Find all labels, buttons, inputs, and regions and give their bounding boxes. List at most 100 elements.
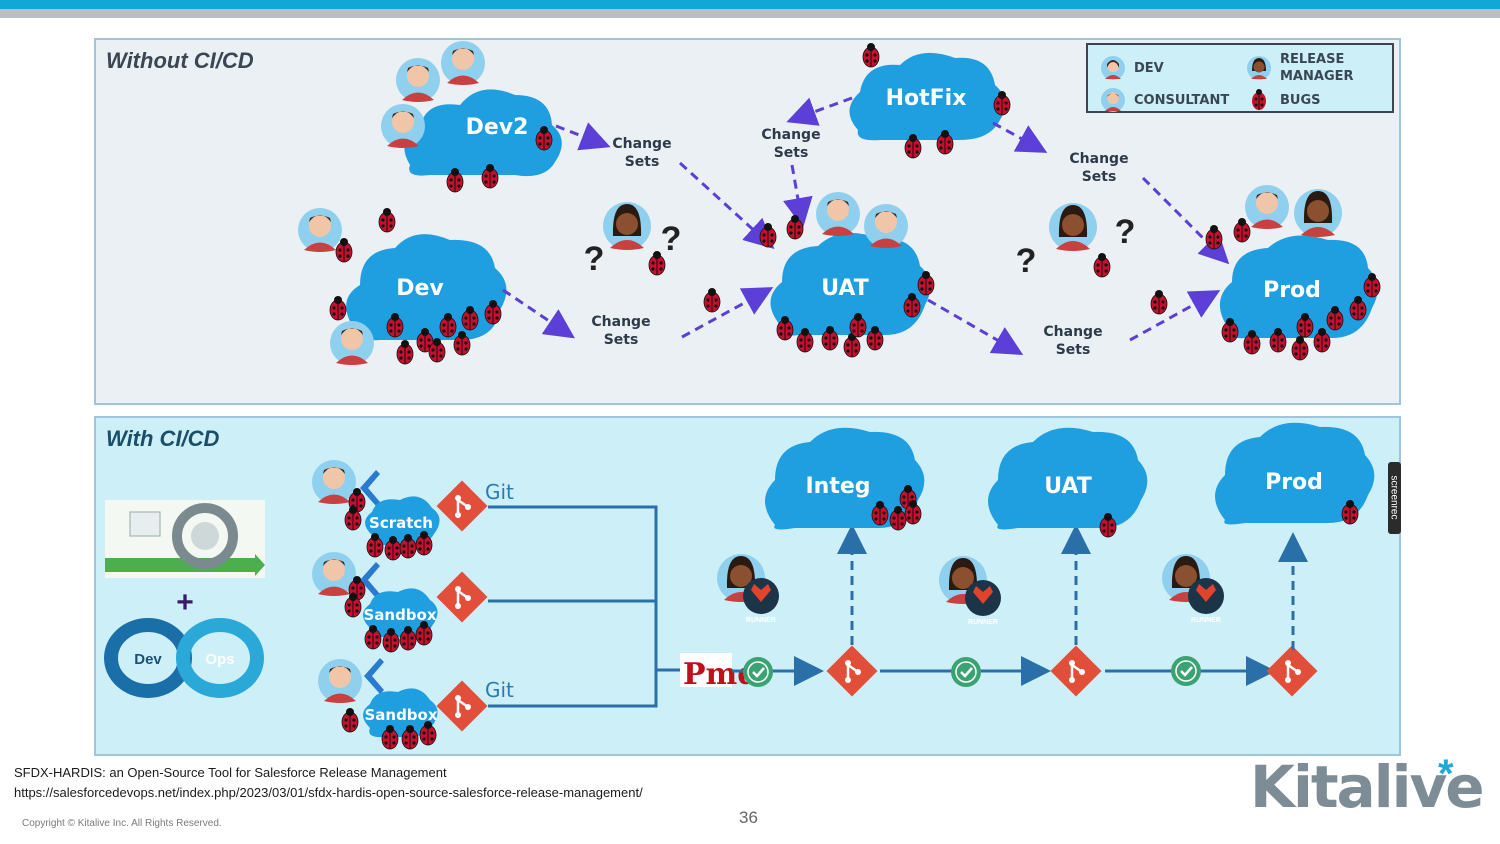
legend-bugs: BUGS: [1246, 87, 1321, 113]
panel-title-without-cicd: Without CI/CD: [106, 48, 254, 73]
sprint-process-image: [105, 500, 265, 578]
legend-release-manager: RELEASE MANAGER: [1246, 51, 1354, 85]
legend-release-label-2: MANAGER: [1280, 69, 1354, 84]
page-number: 36: [739, 808, 758, 827]
change-sets-2-line2: Sets: [604, 332, 639, 348]
change-sets-1-line1: Change: [612, 136, 671, 152]
git-deploy-integ-icon: [825, 644, 879, 698]
footer-source-url[interactable]: https://salesforcedevops.net/index.php/2…: [14, 785, 643, 800]
change-sets-4: Change Sets: [1069, 151, 1128, 185]
change-sets-4-line1: Change: [1069, 151, 1128, 167]
source-scratch: Scratch: [312, 460, 440, 561]
dev-avatar: [396, 58, 440, 102]
legend-consultant: CONSULTANT: [1100, 87, 1229, 113]
legend-release-label-1: RELEASE: [1280, 52, 1345, 67]
top-accent-bar: [0, 0, 1500, 9]
bug-icon: [1150, 289, 1168, 315]
screenrec-label: screenrec: [1388, 475, 1400, 520]
release-manager-avatar: [1049, 203, 1097, 251]
consultant-avatar: [816, 192, 860, 236]
scratch-label: Scratch: [369, 514, 433, 532]
cloud-prod-top-label: Prod: [1263, 278, 1321, 303]
vscode-icon: [364, 658, 384, 694]
change-sets-4-line2: Sets: [1082, 169, 1117, 185]
bug-icon: [396, 339, 414, 365]
consultant-avatar: [330, 321, 374, 365]
arrow-hotfix-changesets: [786, 96, 853, 126]
dev-avatar: [318, 659, 362, 703]
dev-avatar: [312, 460, 356, 504]
screenrec-watermark: screenrec: [1388, 462, 1401, 534]
git-label-1: Git: [485, 480, 514, 504]
arrow-dev-changesets: [502, 288, 575, 339]
cloud-uat-bottom: UAT: [988, 427, 1148, 538]
change-sets-5-line2: Sets: [1056, 342, 1091, 358]
question-mark: ?: [1115, 213, 1136, 251]
question-mark: ?: [661, 220, 682, 258]
dev-avatar: [864, 204, 908, 248]
change-sets-1: Change Sets: [612, 136, 671, 170]
cloud-integ-label: Integ: [805, 474, 870, 499]
change-sets-1-line2: Sets: [625, 154, 660, 170]
change-sets-3: Change Sets: [761, 127, 820, 161]
legend-consultant-label: CONSULTANT: [1134, 92, 1230, 108]
question-mark: ?: [1016, 242, 1037, 280]
arrow-dev2-changesets: [555, 122, 611, 151]
cloud-dev2: Dev2: [404, 89, 562, 177]
cloud-hotfix-label: HotFix: [886, 86, 967, 111]
cloud-hotfix: HotFix: [849, 52, 1005, 141]
bug-icon: [1093, 252, 1111, 278]
cloud-prod-bottom: Prod: [1215, 422, 1375, 525]
runner-label: RUNNER: [1191, 617, 1221, 624]
release-manager-avatar-icon: [1247, 56, 1271, 80]
runner-label: RUNNER: [968, 619, 998, 626]
dev-avatar-icon: [1101, 56, 1125, 80]
change-sets-5-line1: Change: [1043, 324, 1102, 340]
git-icon: [435, 679, 489, 733]
cloud-integ: Integ: [765, 427, 925, 531]
git-icon: [435, 479, 489, 533]
legend-dev: DEV: [1100, 55, 1164, 81]
question-mark: ?: [584, 240, 605, 278]
bug-icon: [1291, 335, 1309, 361]
change-sets-2-line1: Change: [591, 314, 650, 330]
change-sets-3-line1: Change: [761, 127, 820, 143]
devops-dev-label: Dev: [134, 651, 162, 668]
bug-icon: [341, 707, 359, 733]
bug-icon: [1233, 217, 1251, 243]
git-deploy-prod-icon: [1265, 644, 1319, 698]
runner-uat: RUNNER: [939, 556, 1001, 626]
source-sandbox-1: Sandbox: [312, 552, 438, 653]
sandbox-2-label: Sandbox: [364, 706, 437, 724]
bug-icon: [1252, 89, 1266, 110]
arrow-hotfix-changesets-2: [992, 121, 1048, 153]
arrow-changesets-prod-2: [1129, 290, 1221, 342]
runner-prod: RUNNER: [1162, 554, 1224, 624]
release-manager-avatar: [603, 202, 651, 250]
cloud-prod-bottom-label: Prod: [1265, 470, 1323, 495]
cloud-uat-bottom-label: UAT: [1044, 474, 1092, 499]
merge-lines: [488, 505, 680, 708]
arrow-changesets-uat-2: [681, 287, 774, 339]
release-manager-avatar: [1294, 189, 1342, 237]
consultant-avatar: [441, 41, 485, 85]
consultant-avatar-icon: [1101, 88, 1125, 112]
deploy-arrows: [837, 524, 1308, 650]
cloud-dev: Dev: [346, 234, 507, 341]
runner-label: RUNNER: [746, 617, 776, 624]
bug-icon: [862, 42, 880, 68]
change-sets-5: Change Sets: [1043, 324, 1102, 358]
copyright-notice: Copyright © Kitalive Inc. All Rights Res…: [22, 818, 222, 829]
change-sets-3-line2: Sets: [774, 145, 809, 161]
arrow-uat-changesets: [927, 298, 1024, 356]
footer-source-title: SFDX-HARDIS: an Open-Source Tool for Sal…: [14, 765, 447, 780]
runner-integ: RUNNER: [717, 554, 779, 624]
check-icon: [1169, 654, 1203, 688]
change-sets-2: Change Sets: [591, 314, 650, 348]
kitalive-logo: Kitalive: [1250, 753, 1485, 821]
cloud-dev-label: Dev: [396, 276, 444, 301]
devops-ops-label: Ops: [205, 651, 234, 668]
dev-avatar: [298, 208, 342, 252]
sandbox-1-label: Sandbox: [363, 606, 436, 624]
